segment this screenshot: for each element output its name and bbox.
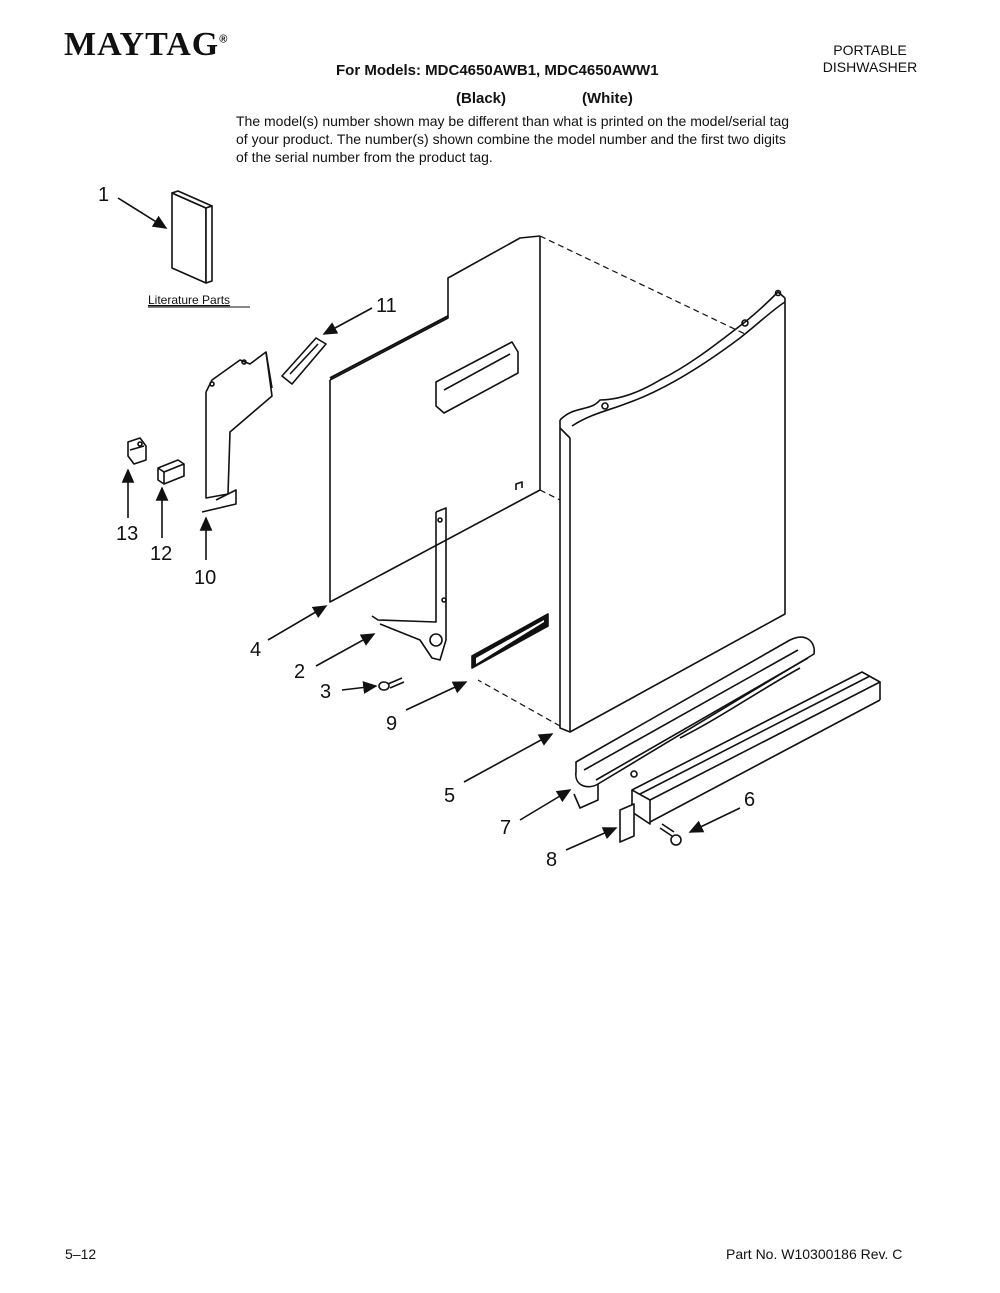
leader-7 xyxy=(519,789,572,821)
brand-name: MAYTAG xyxy=(64,26,220,63)
color-label-black: (Black) xyxy=(456,90,507,107)
callout-11: 11 xyxy=(376,295,397,317)
toe-strip xyxy=(471,613,549,669)
callout-5: 5 xyxy=(444,785,455,807)
side-bracket xyxy=(371,507,447,661)
color-label-white: (White) xyxy=(582,90,633,107)
leader-1 xyxy=(117,197,168,229)
leader-8 xyxy=(565,827,618,851)
leader-3 xyxy=(341,681,378,694)
hinge-clip xyxy=(127,437,147,465)
callout-7: 7 xyxy=(500,817,511,839)
leader-2 xyxy=(315,633,376,667)
callout-4: 4 xyxy=(250,639,261,661)
hinge-channel xyxy=(201,351,273,513)
registered-mark: ® xyxy=(219,33,229,46)
callout-13: 13 xyxy=(116,523,138,545)
latch-part xyxy=(281,337,327,385)
callout-3: 3 xyxy=(320,681,331,703)
product-type: PORTABLE DISHWASHER xyxy=(800,42,940,76)
callout-8: 8 xyxy=(546,849,557,871)
door-panel xyxy=(559,289,786,733)
callout-10: 10 xyxy=(194,567,216,589)
callout-12: 12 xyxy=(150,543,172,565)
screw-3 xyxy=(378,677,405,691)
part-number: Part No. W10300186 Rev. C xyxy=(726,1246,903,1262)
spacer-block xyxy=(157,459,185,485)
literature-parts-booklet xyxy=(171,190,213,284)
product-type-line2: DISHWASHER xyxy=(822,59,918,75)
callout-9: 9 xyxy=(386,713,397,735)
callout-1: 1 xyxy=(98,184,109,206)
trim-strip xyxy=(631,671,881,825)
screw-6 xyxy=(659,823,682,846)
callout-leaders xyxy=(117,197,741,851)
callout-2: 2 xyxy=(294,661,305,683)
leader-5 xyxy=(463,733,554,783)
cabinet-outline xyxy=(477,235,746,727)
models-title: For Models: MDC4650AWB1, MDC4650AWW1 xyxy=(336,62,659,79)
model-number-note: The model(s) number shown may be differe… xyxy=(236,113,790,165)
leader-6 xyxy=(688,807,741,833)
kick-plate xyxy=(573,636,815,809)
side-panel xyxy=(329,235,541,603)
brand-logo: MAYTAG® xyxy=(64,26,228,64)
kick-bracket xyxy=(619,803,635,843)
leader-9 xyxy=(405,681,468,711)
literature-parts-label: Literature Parts xyxy=(148,293,230,307)
product-type-line1: PORTABLE xyxy=(833,42,907,58)
page-number: 5–12 xyxy=(65,1246,97,1262)
leader-4 xyxy=(267,605,328,641)
leader-11 xyxy=(322,307,373,335)
callout-6: 6 xyxy=(744,789,755,811)
